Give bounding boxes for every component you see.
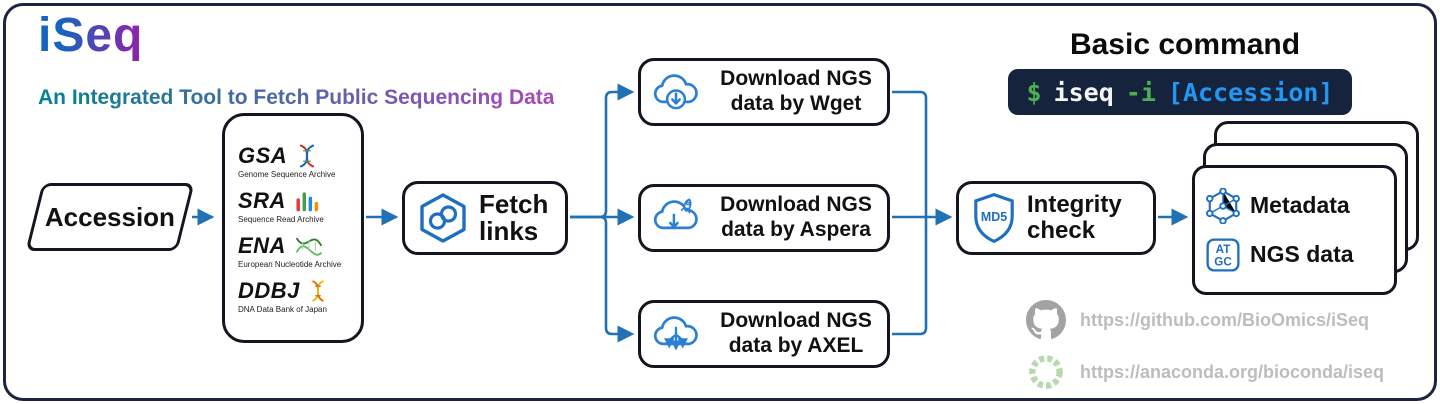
command-prompt: $	[1026, 77, 1042, 107]
database-fullname: DNA Data Bank of Japan	[238, 304, 327, 314]
app-logo: iSeq	[38, 9, 144, 62]
atgc-bottom-text: GC	[1214, 255, 1232, 268]
md5-shield-icon: MD5	[974, 192, 1014, 244]
download-wget-node: Download NGS data by Wget	[638, 58, 890, 126]
metadata-graph-icon	[1206, 187, 1240, 224]
integrity-label-line1: Integrity	[1027, 190, 1122, 218]
output-ngs-row: AT GC NGS data	[1205, 237, 1384, 273]
md5-badge-text: MD5	[981, 210, 1007, 224]
database-entry-gsa: GSA Genome Sequence Archive	[238, 143, 335, 179]
download-wget-label: Download NGS data by Wget	[711, 67, 887, 117]
anaconda-link-row[interactable]: https://anaconda.org/bioconda/iseq	[1026, 352, 1384, 392]
atgc-top-text: AT	[1216, 242, 1231, 255]
database-entry-ddbj: DDBJ DNA Data Bank of Japan	[238, 278, 330, 314]
accession-node: Accession	[25, 183, 195, 251]
database-fullname: Genome Sequence Archive	[238, 169, 336, 179]
anaconda-icon	[1029, 355, 1063, 389]
integrity-label-line2: check	[1027, 217, 1096, 244]
cloud-rocket-icon	[653, 198, 698, 230]
app-subtitle: An Integrated Tool to Fetch Public Seque…	[38, 86, 555, 109]
download-label-line1: Download NGS	[720, 309, 872, 333]
cloud-download-icon	[653, 74, 698, 110]
integrity-check-label: Integrity check	[1027, 190, 1122, 245]
output-page-front: Metadata AT GC NGS data	[1192, 165, 1397, 295]
database-entry-ena: ENA European Nucleotide Archive	[238, 233, 341, 269]
github-icon	[1026, 300, 1066, 340]
accession-label: Accession	[44, 201, 176, 232]
link-chain-icon	[420, 193, 466, 243]
metadata-label: Metadata	[1250, 192, 1350, 218]
output-metadata-row: Metadata	[1205, 187, 1384, 224]
fetch-links-node: Fetch links	[402, 181, 568, 255]
download-axel-label: Download NGS data by AXEL	[711, 309, 887, 359]
atgc-sequence-icon: AT GC	[1206, 237, 1240, 272]
database-fullname: European Nucleotide Archive	[238, 259, 342, 269]
dna-helix-icon-gsa	[300, 144, 315, 167]
dna-helix-icon-ddbj	[312, 279, 324, 302]
database-abbr: ENA	[238, 232, 286, 258]
database-abbr: GSA	[238, 142, 288, 168]
cloud-branch-download-icon	[653, 316, 698, 351]
integrity-check-node: MD5 Integrity check	[956, 181, 1156, 255]
command-argument: [Accession]	[1167, 77, 1334, 107]
download-label-line1: Download NGS	[720, 67, 872, 91]
bar-chart-icon-sra	[296, 191, 319, 211]
fetch-links-label: Fetch links	[479, 188, 549, 246]
download-label-line2: data by Aspera	[721, 218, 871, 241]
ngs-data-label: NGS data	[1250, 241, 1354, 267]
database-fullname: Sequence Read Archive	[238, 214, 324, 224]
anaconda-url[interactable]: https://anaconda.org/bioconda/iseq	[1080, 361, 1385, 382]
dna-helix-icon-ena	[295, 237, 322, 256]
download-label-line2: data by AXEL	[728, 334, 864, 357]
download-label-line1: Download NGS	[720, 193, 872, 217]
download-axel-node: Download NGS data by AXEL	[638, 300, 890, 368]
database-entry-sra: SRA Sequence Read Archive	[238, 188, 324, 224]
github-url[interactable]: https://github.com/BioOmics/iSeq	[1080, 309, 1370, 330]
basic-command-title: Basic command	[1069, 28, 1301, 61]
command-terminal: $ iseq -i [Accession]	[1008, 69, 1352, 115]
database-list-node: GSA Genome Sequence Archive SRA	[222, 113, 364, 343]
github-link-row[interactable]: https://github.com/BioOmics/iSeq	[1026, 300, 1369, 340]
command-flag: -i	[1125, 77, 1156, 107]
download-label-line2: data by Wget	[730, 92, 862, 115]
command-program: iseq	[1053, 77, 1114, 107]
database-abbr: DDBJ	[238, 277, 300, 303]
download-aspera-node: Download NGS data by Aspera	[638, 184, 890, 252]
database-abbr: SRA	[238, 187, 286, 213]
download-aspera-label: Download NGS data by Aspera	[711, 193, 887, 243]
